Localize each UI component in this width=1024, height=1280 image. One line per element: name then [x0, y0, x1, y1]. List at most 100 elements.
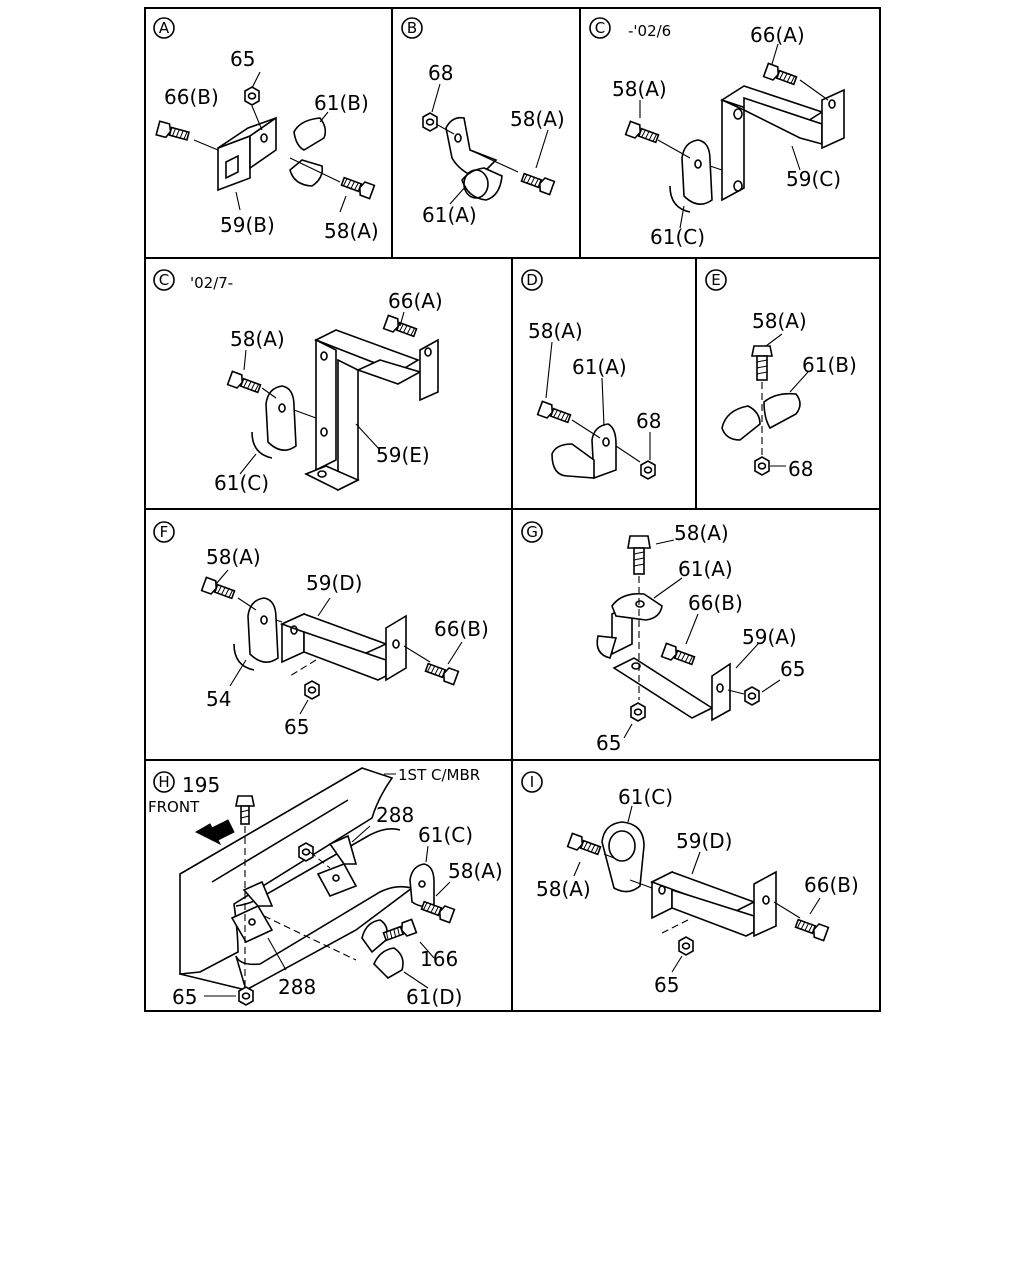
- nut-icon: [298, 842, 314, 862]
- part-label: 65: [284, 715, 309, 739]
- panel-f: F 58(A) 59(D) 66(B) 54 65: [153, 521, 489, 739]
- panel-badge: D: [521, 269, 543, 291]
- clamp-61a-icon: [551, 423, 617, 480]
- part-label: 288: [278, 975, 316, 999]
- nut-68-icon: [422, 112, 438, 132]
- panel-badge: A: [153, 17, 175, 39]
- part-label: 58(A): [536, 877, 591, 901]
- part-label: 59(A): [742, 625, 797, 649]
- part-label: 66(A): [388, 289, 443, 313]
- part-label: A: [159, 19, 170, 37]
- part-label: 59(B): [220, 213, 275, 237]
- part-label: 58(A): [510, 107, 565, 131]
- bolt-66b-icon: [793, 916, 830, 942]
- bracket-59c-icon: [720, 85, 845, 202]
- part-label: 54: [206, 687, 231, 711]
- part-label: 61(A): [678, 557, 733, 581]
- clamp-61c-icon: [409, 863, 435, 908]
- bolt-195-vertical-icon: [235, 795, 255, 825]
- bolt-58a-vertical-icon: [627, 535, 651, 575]
- panel-badge: I: [521, 771, 543, 793]
- part-label: 68: [788, 457, 813, 481]
- bolt-66a-icon: [762, 62, 799, 88]
- panel-c-late: C '02/7- 66(A) 58(A) 59(E) 61(C): [153, 269, 443, 495]
- bracket-59d-icon: [279, 612, 407, 682]
- bolt-58a-icon: [419, 898, 456, 924]
- part-label: 58(A): [612, 77, 667, 101]
- nut-65-icon: [744, 686, 760, 706]
- panel-badge: G: [521, 521, 543, 543]
- bolt-58a-icon: [536, 400, 573, 426]
- panel-badge: C: [589, 17, 611, 39]
- clamp-61b-icon: [721, 392, 801, 441]
- part-label: 288: [376, 803, 414, 827]
- part-label: 61(C): [650, 225, 705, 249]
- part-label: 66(B): [804, 873, 859, 897]
- bolt-66b-icon: [423, 660, 460, 686]
- part-label: C: [595, 19, 605, 37]
- bracket-59b-icon: [217, 116, 277, 192]
- part-label: 58(A): [206, 545, 261, 569]
- panel-badge: C: [153, 269, 175, 291]
- part-label: B: [407, 19, 417, 37]
- part-label: 61(A): [572, 355, 627, 379]
- crossmember-icon: [179, 767, 414, 992]
- part-label: 58(A): [528, 319, 583, 343]
- panel-c-early: C -'02/6 66(A) 58(A) 59(C) 61(C): [589, 17, 845, 249]
- panel-d: D 58(A) 61(A) 68: [521, 269, 661, 480]
- bracket-59d-icon: [649, 870, 777, 938]
- part-label: C: [159, 271, 169, 289]
- panel-g: G 58(A) 61(A) 66(B) 59(A) 65 65: [521, 521, 805, 755]
- part-label: D: [526, 271, 538, 289]
- part-label: 58(A): [448, 859, 503, 883]
- part-label: 66(B): [164, 85, 219, 109]
- part-label: 65: [654, 973, 679, 997]
- part-label: 68: [428, 61, 453, 85]
- nut-68-icon: [640, 460, 656, 480]
- part-label: 61(C): [418, 823, 473, 847]
- part-label: 59(D): [306, 571, 362, 595]
- clamp-61a-icon: [596, 592, 663, 659]
- part-label: G: [526, 523, 538, 541]
- part-label: 1ST C/MBR: [398, 766, 480, 784]
- panel-badge: E: [705, 269, 727, 291]
- part-label: 61(B): [802, 353, 857, 377]
- panel-h: H: [148, 766, 503, 1009]
- part-label: FRONT: [148, 798, 200, 816]
- part-label: 68: [636, 409, 661, 433]
- part-label: 66(B): [434, 617, 489, 641]
- nut-65-icon: [238, 986, 254, 1006]
- clamp-61b-icon: [289, 117, 327, 187]
- part-label: 65: [596, 731, 621, 755]
- nut-65-icon: [244, 86, 260, 106]
- panel-e: E 58(A) 61(B) 68: [705, 269, 857, 481]
- clamp-61c-icon: [251, 385, 297, 459]
- panel-badge: B: [401, 17, 423, 39]
- bracket-59e-icon: [304, 329, 439, 492]
- clamp-54-icon: [233, 597, 279, 671]
- bolt-166-icon: [381, 918, 418, 944]
- part-label: 61(B): [314, 91, 369, 115]
- bolt-58a-vertical-icon: [751, 345, 773, 381]
- part-label: E: [711, 271, 720, 289]
- part-label: 66(A): [750, 23, 805, 47]
- panel-b: B 68 58(A) 61(A): [401, 17, 565, 227]
- nut-65-icon: [304, 680, 320, 700]
- part-label: H: [158, 773, 169, 791]
- part-label: 59(E): [376, 443, 430, 467]
- bolt-58a-icon: [339, 174, 376, 200]
- panel-note: -'02/6: [628, 22, 671, 40]
- bracket-59a-icon: [611, 602, 731, 722]
- front-arrow-icon: [194, 819, 235, 846]
- panel-note: '02/7-: [190, 274, 233, 292]
- bolt-58a-icon: [519, 170, 556, 196]
- bolt-58a-icon: [566, 832, 603, 858]
- part-label: 65: [780, 657, 805, 681]
- clamp-61c-icon: [669, 139, 713, 213]
- panel-grid: [144, 7, 881, 1012]
- bolt-58a-icon: [226, 370, 263, 396]
- clamp-61c-icon: [601, 821, 645, 893]
- part-label: 59(D): [676, 829, 732, 853]
- panel-badge: H: [153, 771, 175, 793]
